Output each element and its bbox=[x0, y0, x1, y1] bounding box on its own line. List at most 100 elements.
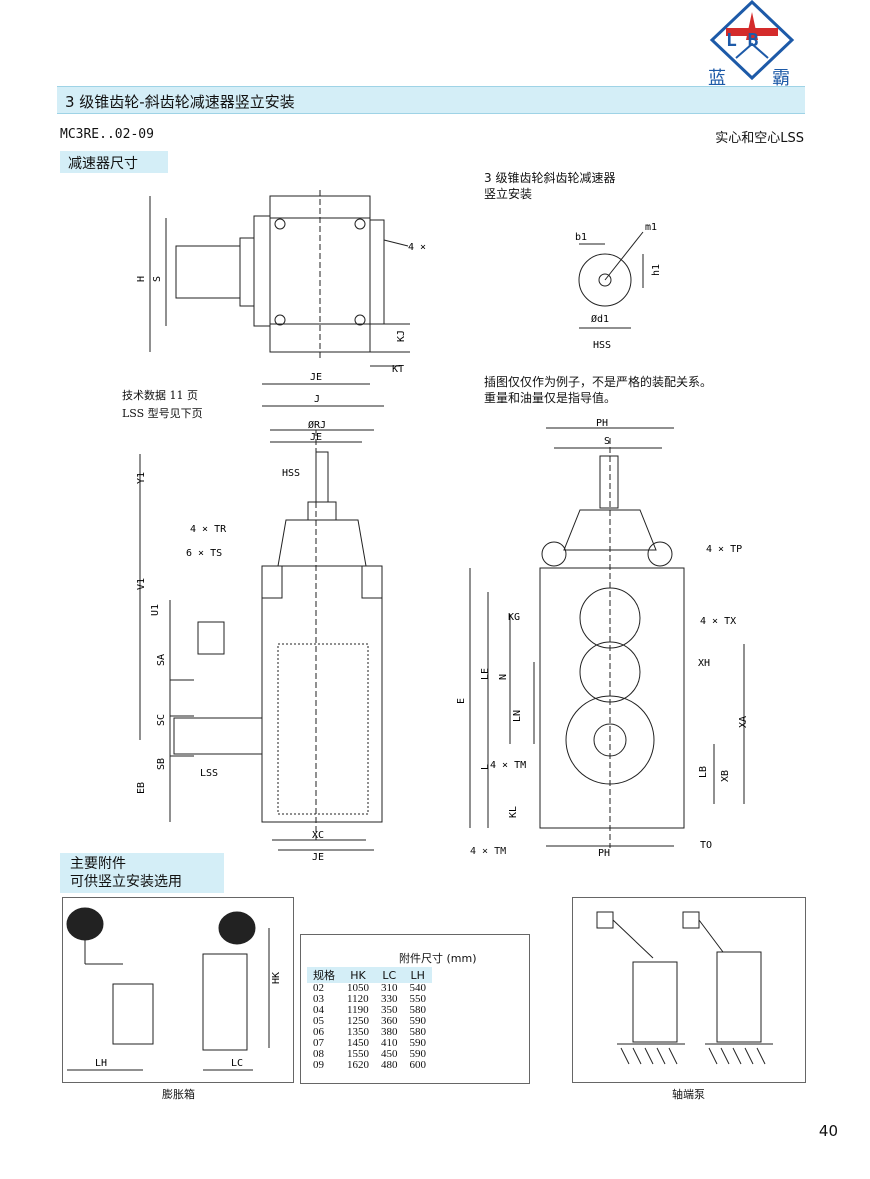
label-b1: b1 bbox=[575, 232, 587, 243]
table-cell: 600 bbox=[409, 1059, 427, 1071]
expansion-tank-drawing: LH LC HK bbox=[66, 907, 282, 1071]
label-kt: KT bbox=[392, 364, 404, 375]
label-u1: U1 bbox=[150, 604, 161, 616]
shaft-end-pump-caption: 轴端泵 bbox=[672, 1088, 705, 1101]
hss-shaft-end-drawing: b1 m1 h1 Ød1 HSS bbox=[575, 222, 662, 351]
table-row: 06 1350 380 580 bbox=[307, 1027, 432, 1038]
label-eb: EB bbox=[136, 782, 147, 794]
label-tp4: 4 × TP bbox=[706, 544, 742, 555]
table-row: 09 1620 480 600 bbox=[307, 1060, 432, 1071]
logo-name-right: 霸 bbox=[772, 68, 790, 89]
table-cell: 580 bbox=[409, 1026, 427, 1038]
table-cell: 08 bbox=[313, 1048, 324, 1060]
table-cell: 480 bbox=[381, 1059, 398, 1071]
label-to: TO bbox=[700, 840, 712, 851]
label-n: N bbox=[498, 674, 509, 680]
vertical-side-view-drawing: ØRJ JE HSS Y1 V1 U1 4 × TR 6 × TS SA SC … bbox=[136, 420, 383, 863]
table-cell: 1450 bbox=[347, 1037, 369, 1049]
label-hss-side: HSS bbox=[282, 468, 300, 479]
label-kl: KL bbox=[508, 806, 519, 818]
table-cell: 06 bbox=[313, 1026, 324, 1038]
label-sb: SB bbox=[156, 758, 167, 770]
table-cell: 1120 bbox=[347, 993, 369, 1005]
page-title: 3 级锥齿轮-斜齿轮减速器竖立安装 bbox=[65, 93, 295, 111]
shaft-end-pump-drawing bbox=[596, 911, 773, 1065]
label-h: H bbox=[136, 276, 147, 282]
shaft-end-pump-frame bbox=[572, 897, 806, 1083]
page-number: 40 bbox=[818, 1122, 838, 1140]
accessories-title-1: 主要附件 bbox=[70, 856, 126, 872]
accessories-title-2: 可供竖立安装选用 bbox=[70, 874, 182, 890]
label-l: L bbox=[480, 764, 491, 770]
table-cell: 360 bbox=[381, 1015, 398, 1027]
table-cell: 1620 bbox=[347, 1059, 369, 1071]
label-sa: SA bbox=[156, 654, 167, 666]
table-cell: 05 bbox=[313, 1015, 324, 1027]
table-row: 07 1450 410 590 bbox=[307, 1038, 432, 1049]
label-e: E bbox=[456, 698, 467, 704]
table-cell: 02 bbox=[313, 982, 324, 994]
table-cell: 590 bbox=[409, 1037, 427, 1049]
label-xa: XA bbox=[738, 716, 749, 728]
note-lss-type: LSS 型号见下页 bbox=[122, 407, 203, 420]
label-tm4-bottom: 4 × TM bbox=[470, 846, 507, 857]
label-ln: LN bbox=[512, 710, 523, 722]
table-cell: 550 bbox=[409, 993, 427, 1005]
note-tech-data: 技术数据 11 页 bbox=[122, 389, 198, 402]
table-cell: 380 bbox=[381, 1026, 398, 1038]
table-header-spec: 规格 bbox=[307, 967, 341, 983]
table-cell: 1550 bbox=[347, 1048, 369, 1060]
label-kj: KJ bbox=[396, 330, 407, 342]
accessories-badge: 主要附件 可供竖立安装选用 bbox=[60, 853, 224, 893]
label-lh: LH bbox=[95, 1058, 107, 1069]
label-d1: Ød1 bbox=[591, 313, 609, 325]
label-s-front: S bbox=[604, 436, 610, 447]
label-lss: LSS bbox=[200, 768, 218, 779]
table-cell: 07 bbox=[313, 1037, 324, 1049]
company-logo: L B 蓝 霸 bbox=[706, 0, 798, 89]
title-banner: 3 级锥齿轮-斜齿轮减速器竖立安装 bbox=[57, 86, 805, 114]
table-cell: 350 bbox=[381, 1004, 398, 1016]
table-header-lc: LC bbox=[375, 967, 404, 983]
label-lc: LC bbox=[231, 1058, 243, 1069]
table-cell: 1050 bbox=[347, 982, 369, 994]
table-row: 04 1190 350 580 bbox=[307, 1005, 432, 1016]
right-title-1: 3 级锥齿轮斜齿轮减速器 bbox=[484, 171, 616, 185]
table-cell: 410 bbox=[381, 1037, 398, 1049]
shaft-type: 实心和空心LSS bbox=[715, 131, 804, 146]
label-ph-bottom: PH bbox=[598, 848, 610, 859]
label-rj: ØRJ bbox=[308, 420, 326, 431]
label-ph-top: PH bbox=[596, 418, 608, 429]
table-cell: 540 bbox=[409, 982, 427, 994]
table-cell: 09 bbox=[313, 1059, 324, 1071]
top-side-view-drawing: H S 4 × TM KJ KT JE J bbox=[136, 190, 430, 407]
label-le: LE bbox=[480, 668, 491, 680]
table-cell: 1350 bbox=[347, 1026, 369, 1038]
label-je-mid: JE bbox=[310, 432, 322, 443]
label-hk: HK bbox=[271, 972, 282, 984]
vertical-front-view-drawing: PH S 4 × TP 4 × TX KG LE N LN E L 4 × TM… bbox=[456, 418, 749, 859]
label-tm4-top: 4 × TM bbox=[408, 242, 430, 253]
table-cell: 1190 bbox=[347, 1004, 369, 1016]
table-cell: 330 bbox=[381, 993, 398, 1005]
table-row: 02 1050 310 540 bbox=[307, 983, 432, 994]
table-header-hk: HK bbox=[341, 967, 375, 983]
expansion-tank-caption: 膨胀箱 bbox=[162, 1088, 195, 1101]
table-cell: 590 bbox=[409, 1048, 427, 1060]
right-title-2: 竖立安装 bbox=[484, 187, 533, 201]
table-cell: 580 bbox=[409, 1004, 427, 1016]
logo-name-left: 蓝 bbox=[708, 68, 726, 89]
table-cell: 590 bbox=[409, 1015, 427, 1027]
label-hss-end: HSS bbox=[593, 340, 611, 351]
table-cell: 04 bbox=[313, 1004, 324, 1016]
disclaimer-2: 重量和油量仅是指导值。 bbox=[484, 391, 617, 405]
table-cell: 310 bbox=[381, 982, 398, 994]
label-sc: SC bbox=[156, 714, 167, 726]
label-je-bottom: JE bbox=[312, 852, 324, 863]
label-tm4-front: 4 × TM bbox=[490, 760, 526, 771]
label-xc: XC bbox=[312, 830, 324, 841]
